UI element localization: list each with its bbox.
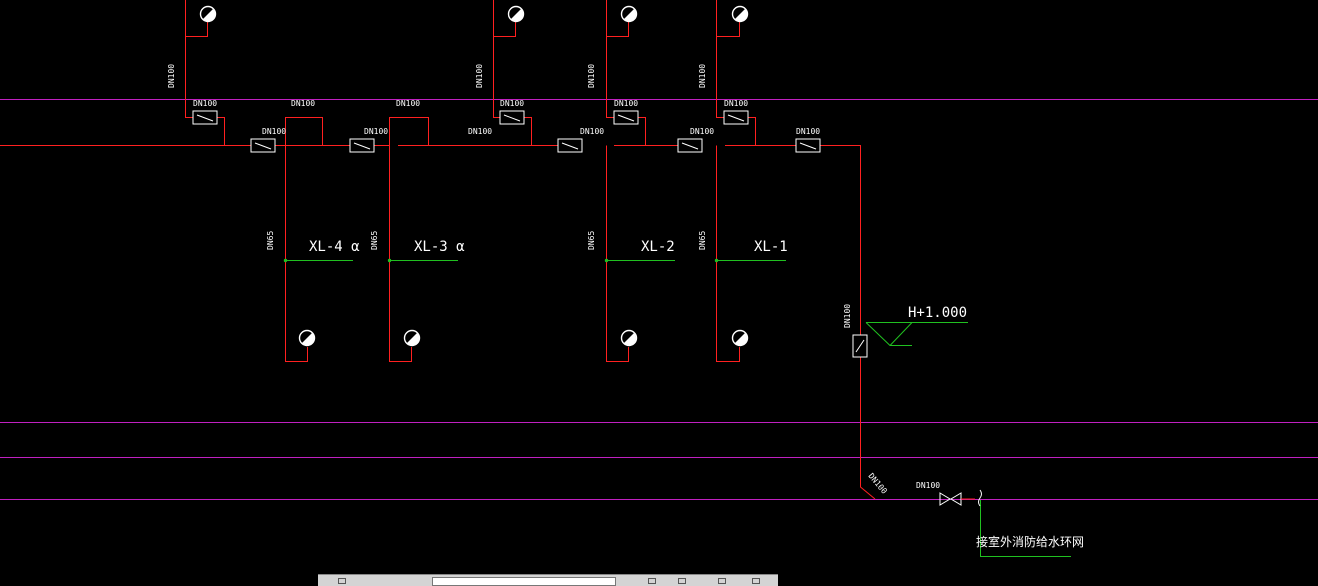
hydrant-icon <box>731 5 749 23</box>
riser-label-xl-2: XL-2 <box>641 239 675 255</box>
upper-riser <box>185 22 208 37</box>
hydrant-icon <box>403 329 421 347</box>
valve-icon <box>613 110 639 125</box>
elevation-symbol <box>865 322 912 346</box>
riser-xl-1 <box>716 145 740 362</box>
riser-label-xl-3: XL-3 α <box>414 239 465 255</box>
upper-riser <box>185 0 193 118</box>
pipe-size-label: DN100 <box>614 99 638 108</box>
upper-riser <box>606 0 614 118</box>
pipe-size-label: DN100 <box>916 481 940 490</box>
hydrant-icon <box>731 329 749 347</box>
gate-valve-icon <box>939 489 982 507</box>
hydrant-icon <box>507 5 525 23</box>
upper-riser <box>716 0 724 118</box>
pipe-size-label: DN100 <box>587 64 596 88</box>
riser-xl-4 <box>285 117 323 146</box>
status-icon-1[interactable] <box>648 578 656 584</box>
valve-icon <box>557 138 583 153</box>
status-icon-3[interactable] <box>718 578 726 584</box>
pipe-size-label: DN100 <box>724 99 748 108</box>
riser-label-xl-1: XL-1 <box>754 239 788 255</box>
riser-xl-3 <box>389 117 429 146</box>
vertical-valve <box>852 334 868 358</box>
upper-riser <box>493 0 500 118</box>
pipe-size-label: DN100 <box>866 472 888 496</box>
riser-xl-2 <box>606 145 629 362</box>
riser-xl-3 <box>389 145 412 362</box>
riser-xl-4 <box>285 145 308 362</box>
pipe-size-label: DN100 <box>364 127 388 136</box>
valve-icon <box>349 138 375 153</box>
hydrant-icon <box>199 5 217 23</box>
upper-riser <box>493 22 516 37</box>
riser-label-xl-4: XL-4 α <box>309 239 360 255</box>
upper-riser <box>748 117 756 146</box>
upper-riser <box>638 117 646 146</box>
main-pipe <box>860 357 876 500</box>
pipe-size-label: DN100 <box>843 304 852 328</box>
valve-icon <box>192 110 218 125</box>
status-icon-2[interactable] <box>678 578 686 584</box>
pipe-size-label: DN100 <box>698 64 707 88</box>
pipe-size-label: DN100 <box>580 127 604 136</box>
pipe-size-label: DN65 <box>370 231 379 250</box>
status-bar <box>318 574 778 586</box>
pipe-size-label: DN100 <box>291 99 315 108</box>
valve-icon <box>677 138 703 153</box>
branch-node <box>387 258 392 263</box>
pipe-size-label: DN100 <box>167 64 176 88</box>
outdoor-connection <box>980 500 1071 557</box>
branches <box>283 258 1071 557</box>
valve-icon <box>795 138 821 153</box>
valves <box>192 110 821 153</box>
elevation-label: H+1.000 <box>908 305 967 321</box>
outdoor-connection-note: 接室外消防给水环网 <box>976 534 1084 549</box>
hydrants <box>199 5 749 347</box>
pipe-size-label: DN65 <box>698 231 707 250</box>
pipe-size-label: DN100 <box>262 127 286 136</box>
pipe-size-label: DN65 <box>266 231 275 250</box>
hydrant-icon <box>620 5 638 23</box>
valve-icon <box>250 138 276 153</box>
hydrant-icon <box>620 329 638 347</box>
pipe-size-label: DN100 <box>475 64 484 88</box>
status-icon-4[interactable] <box>752 578 760 584</box>
upper-riser <box>217 117 225 146</box>
upper-riser <box>524 117 532 146</box>
pipes <box>0 0 876 500</box>
pipe-size-label: DN100 <box>468 127 492 136</box>
valve-icon <box>723 110 749 125</box>
upper-riser <box>716 22 740 37</box>
elevation-symbol <box>889 322 913 346</box>
upper-riser <box>606 22 629 37</box>
pipe-size-label: DN100 <box>396 99 420 108</box>
pipe-size-label: DN65 <box>587 231 596 250</box>
status-left-icon[interactable] <box>338 578 346 584</box>
pipe-size-label: DN100 <box>193 99 217 108</box>
branch-node <box>714 258 719 263</box>
floor-lines <box>0 99 1318 500</box>
branch-node <box>283 258 288 263</box>
pipe-size-label: DN100 <box>690 127 714 136</box>
main-pipe <box>820 145 861 335</box>
pipe-size-label: DN100 <box>796 127 820 136</box>
pipe-size-label: DN100 <box>500 99 524 108</box>
valve-icon <box>499 110 525 125</box>
hydrant-icon <box>298 329 316 347</box>
branch-node <box>604 258 609 263</box>
